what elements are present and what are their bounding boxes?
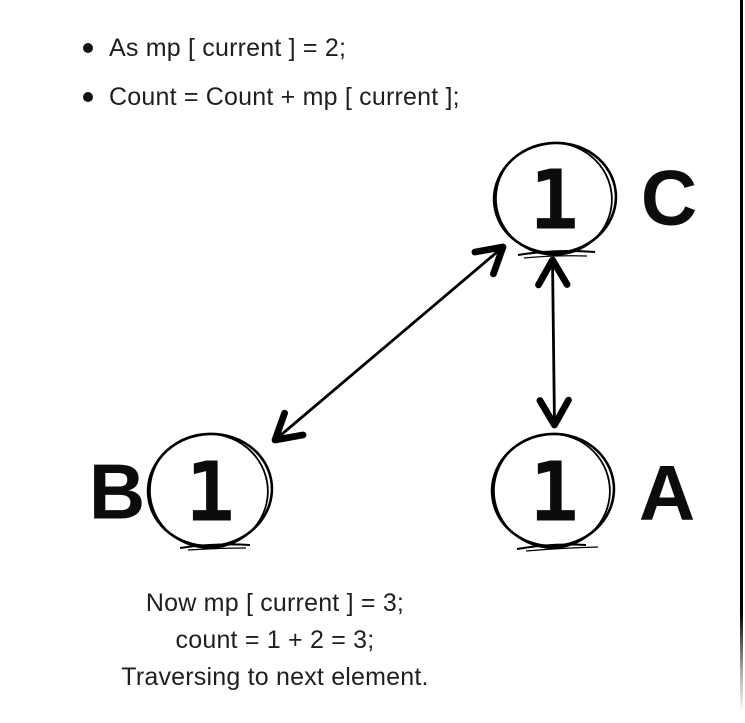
node-a-value: 1 [529,445,579,541]
page-edge-line [740,0,743,712]
footer-line: count = 1 + 2 = 3; [175,626,375,654]
underline-scribble [516,543,587,550]
node-circle-a [490,432,616,552]
bullet-list: As mp [ current ] = 2; Count = Count + m… [83,33,460,131]
node-c-value: 1 [529,153,579,249]
footer-notes: Now mp [ current ] = 3; count = 1 + 2 = … [0,585,550,696]
underline-scribble [179,543,251,549]
bullet-item: As mp [ current ] = 2; [83,33,460,63]
node-a-label: A [638,448,696,537]
underline-scribble [187,547,247,551]
node-circle-b [146,432,274,551]
bullet-dot-icon [83,43,93,53]
bullet-text: Count = Count + mp [ current ]; [109,83,460,111]
node-b-label: B [88,447,146,536]
underline-scribble [517,250,596,256]
bullet-item: Count = Count + mp [ current ]; [83,82,460,112]
bullet-dot-icon [83,92,93,102]
bullet-text: As mp [ current ] = 2; [109,34,347,62]
edge-a-c-arrow [535,256,572,429]
footer-line: Traversing to next element. [121,663,429,691]
node-circle-c [492,141,618,259]
node-b-value: 1 [185,445,235,541]
underline-scribble [523,255,588,259]
footer-line: Now mp [ current ] = 3; [145,589,405,617]
node-c-label: C [640,153,698,242]
underline-scribble [525,546,599,552]
edge-b-c-arrow [271,243,507,444]
